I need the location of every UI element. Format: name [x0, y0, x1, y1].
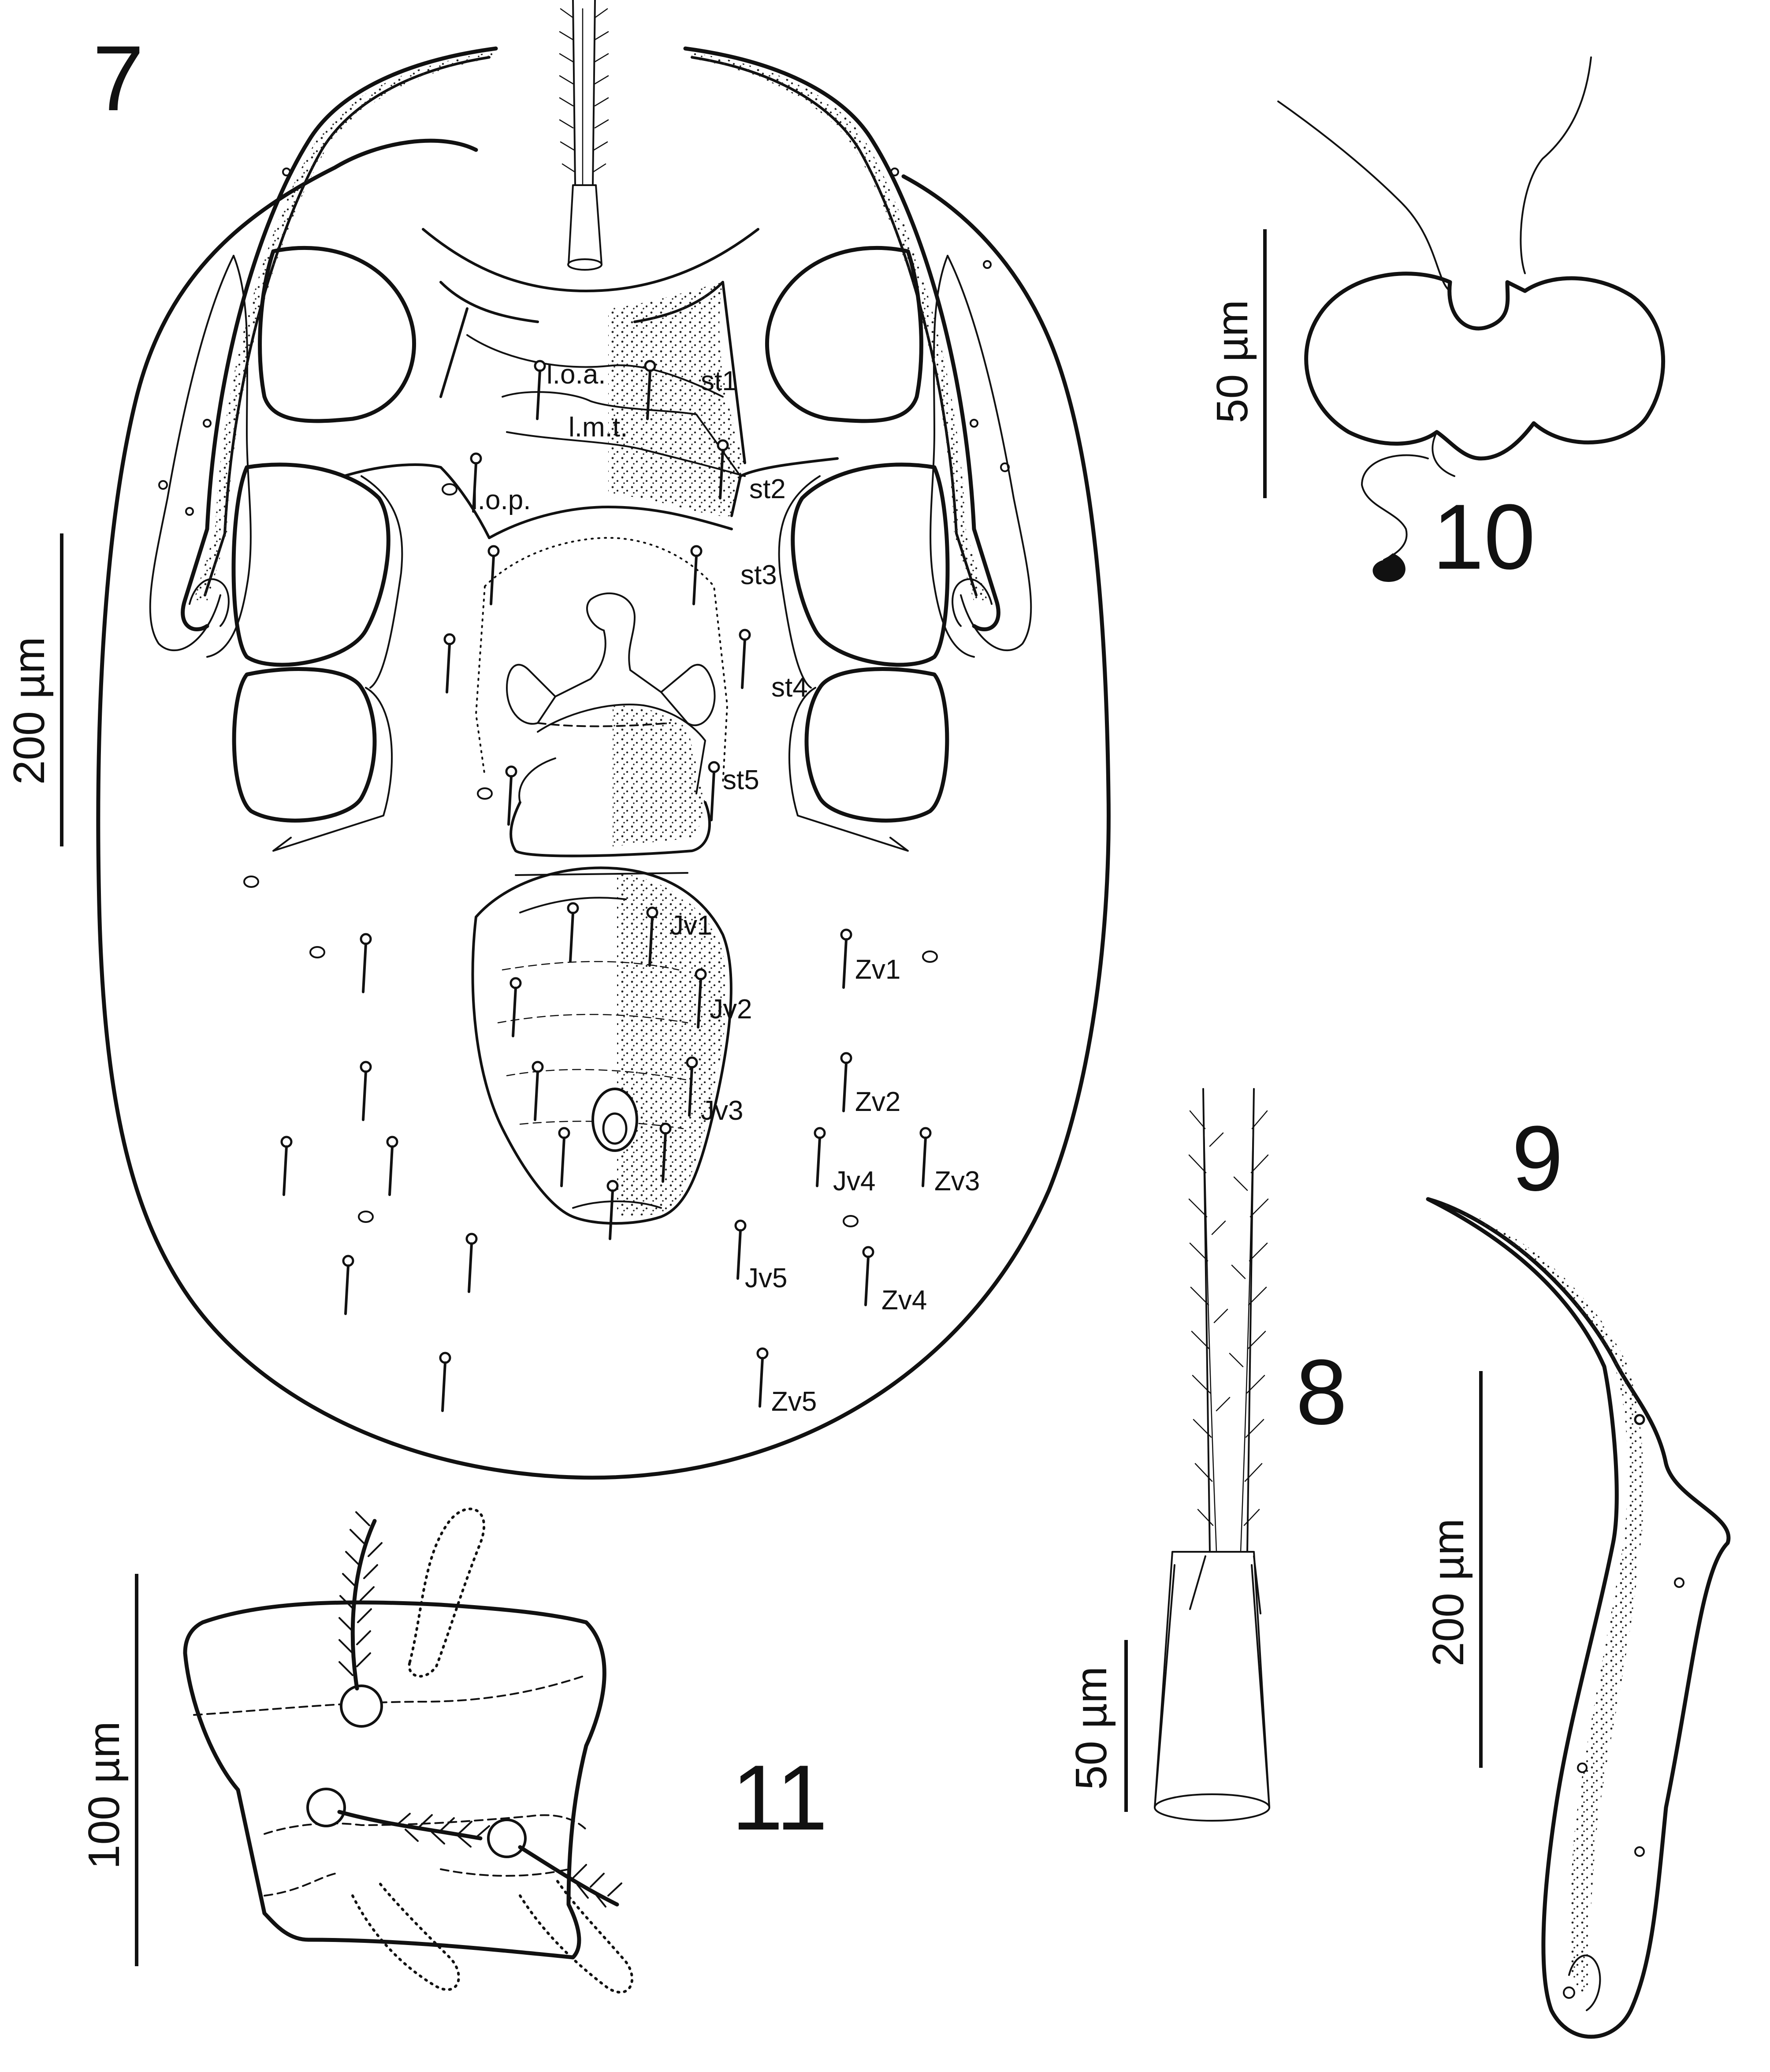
- right-peritreme: [683, 46, 1032, 658]
- figure-number-11: 11: [732, 1746, 828, 1849]
- scale-label-figure-10: 50 µm: [1208, 300, 1257, 423]
- label-st3: st3: [740, 560, 777, 590]
- figure-number-10: 10: [1432, 485, 1536, 589]
- figure-7-ventral-view: l.o.a. l.m.t. l.o.p. st1 st2 st3 st4 st5…: [4, 0, 1111, 1480]
- coxa-ii-right: [791, 462, 950, 667]
- figure-10-spermatheca: 10 50 µm: [1208, 56, 1666, 589]
- scale-label-figure-11: 100 µm: [79, 1721, 129, 1869]
- label-zv2: Zv2: [855, 1087, 900, 1117]
- figure-11-leg-segment: 11 100 µm: [79, 1507, 828, 1994]
- label-l-o-a: l.o.a.: [547, 359, 606, 390]
- idiosoma-outline: [96, 138, 1111, 1480]
- label-st5: st5: [723, 765, 759, 795]
- label-zv1: Zv1: [855, 954, 900, 985]
- figure-7-labels: l.o.a. l.m.t. l.o.p. st1 st2 st3 st4 st5…: [472, 359, 980, 1417]
- label-jv2: Jv2: [710, 994, 752, 1025]
- figure-number-7: 7: [93, 26, 144, 130]
- genital-region: [475, 537, 728, 857]
- label-st2: st2: [749, 474, 786, 504]
- ventrianal-shield: [471, 866, 733, 1225]
- label-zv4: Zv4: [881, 1285, 927, 1315]
- label-jv5: Jv5: [745, 1263, 787, 1293]
- scale-bar-figure-7: 200 µm: [4, 533, 63, 846]
- label-zv3: Zv3: [934, 1166, 980, 1196]
- label-l-o-p: l.o.p.: [472, 485, 531, 515]
- scale-bar-figure-11: 100 µm: [79, 1574, 138, 1966]
- label-jv4: Jv4: [833, 1166, 875, 1196]
- scale-bar-figure-8: 50 µm: [1067, 1640, 1128, 1812]
- ventral-setae: [243, 361, 938, 1411]
- coxa-i-left: [258, 246, 416, 423]
- coxa-iii-left: [232, 667, 377, 823]
- label-l-m-t: l.m.t.: [569, 412, 628, 443]
- coxa-i-right: [765, 246, 923, 423]
- scale-label-figure-7: 200 µm: [4, 637, 54, 785]
- scale-bar-figure-9: 200 µm: [1424, 1371, 1483, 1768]
- figure-8-tritosternum: 8 50 µm: [1067, 1088, 1347, 1822]
- figure-number-9: 9: [1512, 1107, 1563, 1210]
- label-zv5: Zv5: [771, 1386, 817, 1417]
- scale-bar-figure-10: 50 µm: [1208, 229, 1267, 498]
- scale-label-figure-9: 200 µm: [1424, 1518, 1473, 1666]
- label-st1: st1: [701, 366, 737, 396]
- figure-9-peritreme: 9 200 µm: [1424, 1107, 1731, 2039]
- label-jv1: Jv1: [670, 910, 712, 941]
- sternal-shield: [342, 228, 839, 539]
- coxa-iii-right: [804, 667, 949, 823]
- figure-number-8: 8: [1296, 1340, 1347, 1444]
- coxae: [231, 246, 950, 852]
- tritosternum: [559, 0, 609, 271]
- coxa-ii-left: [231, 462, 390, 667]
- label-jv3: Jv3: [701, 1096, 743, 1126]
- scale-label-figure-8: 50 µm: [1067, 1666, 1116, 1790]
- label-st4: st4: [771, 672, 808, 703]
